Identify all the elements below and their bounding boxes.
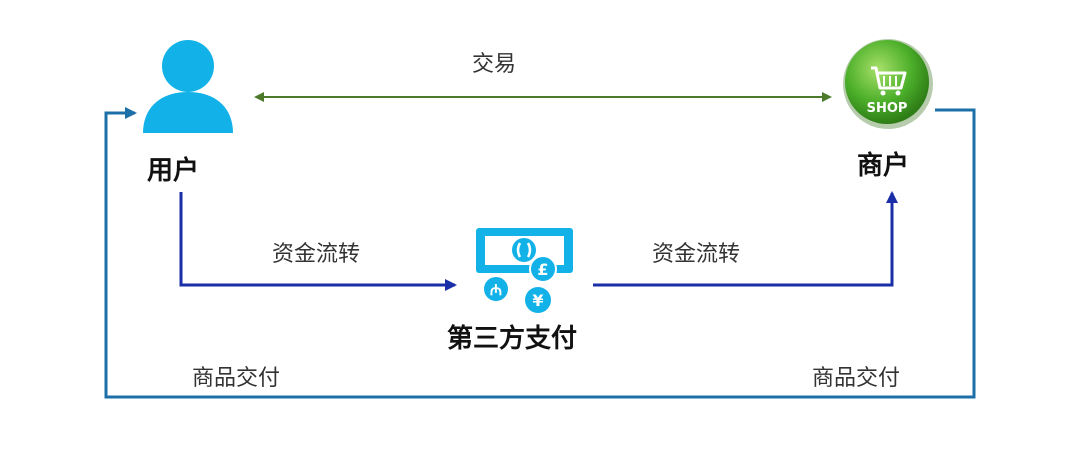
- shopping-cart-icon: SHOP: [843, 39, 933, 129]
- merchant-node-label: 商户: [857, 151, 910, 181]
- funds-edge-label-right: 资金流转: [652, 242, 741, 267]
- shop-badge-text: SHOP: [867, 101, 908, 116]
- delivery-loop-line: [104, 107, 976, 399]
- third-party-node-label: 第三方支付: [447, 324, 578, 354]
- currency-exchange-icon: £ ₼ ¥: [476, 228, 573, 313]
- delivery-edge-label-right: 商品交付: [812, 366, 901, 391]
- user-node-label: 用户: [147, 156, 200, 186]
- funds-arrow-third-to-merchant: [593, 191, 898, 287]
- funds-arrow-user-to-third: [179, 192, 457, 291]
- funds-edge-label-left: 资金流转: [272, 242, 361, 267]
- trade-edge-label: 交易: [472, 52, 517, 77]
- svg-text:¥: ¥: [532, 291, 543, 310]
- user-silhouette-icon: [143, 40, 233, 133]
- delivery-edge-label-left: 商品交付: [192, 366, 281, 391]
- svg-text:₼: ₼: [490, 281, 502, 299]
- svg-text:£: £: [537, 260, 548, 279]
